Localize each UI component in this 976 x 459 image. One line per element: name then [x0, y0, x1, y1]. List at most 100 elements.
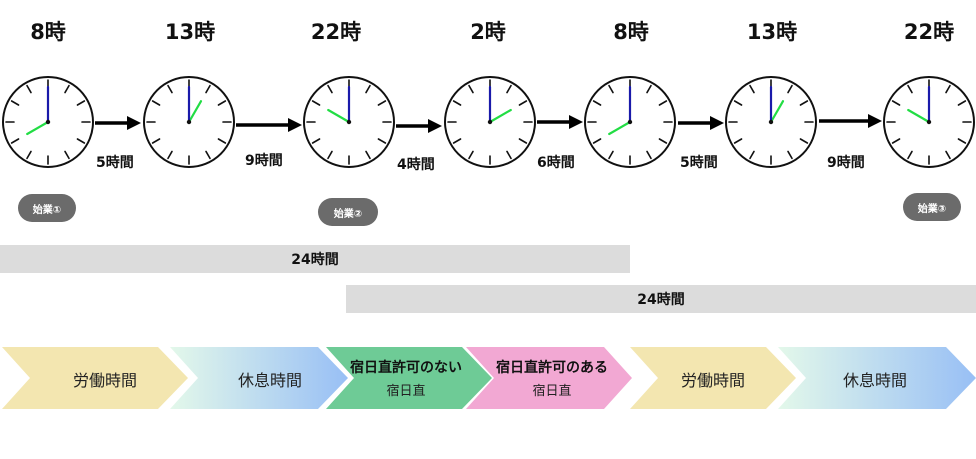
segment-labor-1 [2, 347, 188, 409]
clock-center [926, 119, 932, 125]
clock-tick [646, 150, 652, 160]
clock-tick [10, 100, 20, 106]
clock-tick [646, 84, 652, 94]
clock-tick [151, 138, 161, 144]
segment-label: 労働時間 [680, 371, 745, 390]
segment-no-permit [326, 347, 492, 409]
start-badge-1: 始業① [18, 194, 76, 222]
hour-label-2: 13時 [164, 20, 216, 44]
segment-sublabel: 宿日直 [386, 384, 426, 399]
clock-tick [26, 150, 32, 160]
clock-tick [365, 150, 371, 160]
hour-hand [907, 108, 931, 124]
clock-tick [518, 100, 528, 106]
clock-tick [733, 138, 743, 144]
duration-label: 9時間 [827, 155, 865, 171]
clock-tick [608, 150, 614, 160]
clock-center [45, 119, 51, 125]
clock-tick [365, 84, 371, 94]
clock-icon [584, 76, 676, 168]
clock-tick [468, 150, 474, 160]
segment-label: 休息時間 [842, 371, 907, 390]
arrow-right-icon [236, 118, 302, 132]
clock-tick [10, 138, 20, 144]
clock-center [487, 119, 493, 125]
clock-tick [957, 100, 967, 106]
duration-label: 6時間 [537, 155, 575, 171]
clock-tick [217, 138, 227, 144]
clock-tick [205, 84, 211, 94]
duration-label: 4時間 [397, 157, 435, 173]
clock-tick [64, 84, 70, 94]
clock-tick [891, 138, 901, 144]
arrow-right-icon [819, 114, 882, 128]
clock-icon [444, 76, 536, 168]
clock-tick [26, 84, 32, 94]
clock-icon [2, 76, 94, 168]
clock-tick [799, 138, 809, 144]
clock-tick [787, 150, 793, 160]
clock-icon [143, 76, 235, 168]
duration-label: 5時間 [96, 155, 134, 171]
clock-tick [76, 100, 86, 106]
clock-tick [64, 150, 70, 160]
duration-label: 9時間 [245, 153, 283, 169]
segment-title: 宿日直許可のない [350, 360, 462, 376]
hour-label-7: 22時 [903, 20, 955, 44]
arrow-right-icon [678, 116, 724, 130]
hour-hand [608, 120, 632, 136]
clock-tick [311, 138, 321, 144]
clock-tick [452, 100, 462, 106]
clock-tick [945, 84, 951, 94]
segment-permit [466, 347, 632, 409]
hour-hand [488, 108, 512, 124]
start-badge-2: 始業② [318, 198, 378, 226]
clock-tick [592, 138, 602, 144]
clock-tick [799, 100, 809, 106]
hour-label-4: 2時 [470, 20, 506, 44]
arrow-right-icon [396, 119, 442, 133]
clock-tick [592, 100, 602, 106]
clock-tick [205, 150, 211, 160]
start-badge-3: 始業③ [903, 193, 961, 221]
span-bar-1: 24時間 [0, 245, 630, 273]
hour-hand [769, 100, 785, 124]
time-flow [2, 347, 976, 409]
clock-tick [468, 84, 474, 94]
segment-labor-2 [630, 347, 796, 409]
clock-tick [945, 150, 951, 160]
arrow-right-icon [95, 116, 141, 130]
clock-tick [506, 84, 512, 94]
clock-tick [608, 84, 614, 94]
clock-tick [957, 138, 967, 144]
clock-icon [725, 76, 817, 168]
clock-tick [377, 100, 387, 106]
clock-tick [506, 150, 512, 160]
clock-tick [658, 100, 668, 106]
segment-rest-1 [170, 347, 348, 409]
arrow-right-icon [537, 115, 583, 129]
clock-center [346, 119, 352, 125]
clock-tick [167, 84, 173, 94]
hour-label-6: 13時 [746, 20, 798, 44]
clock-center [186, 119, 192, 125]
clock-tick [311, 100, 321, 106]
clock-center [768, 119, 774, 125]
hour-hand [327, 108, 351, 124]
segment-sublabel: 宿日直 [532, 384, 572, 399]
clock-tick [787, 84, 793, 94]
hour-hand [26, 120, 50, 136]
clock-tick [76, 138, 86, 144]
clock-tick [151, 100, 161, 106]
clock-tick [891, 100, 901, 106]
segment-label: 労働時間 [72, 371, 137, 390]
hour-hand [187, 100, 203, 124]
clock-tick [907, 84, 913, 94]
clock-tick [907, 150, 913, 160]
clock-tick [217, 100, 227, 106]
clock-tick [749, 150, 755, 160]
clock-tick [377, 138, 387, 144]
hour-label-5: 8時 [613, 20, 649, 44]
clock-tick [452, 138, 462, 144]
hour-label-3: 22時 [310, 20, 362, 44]
